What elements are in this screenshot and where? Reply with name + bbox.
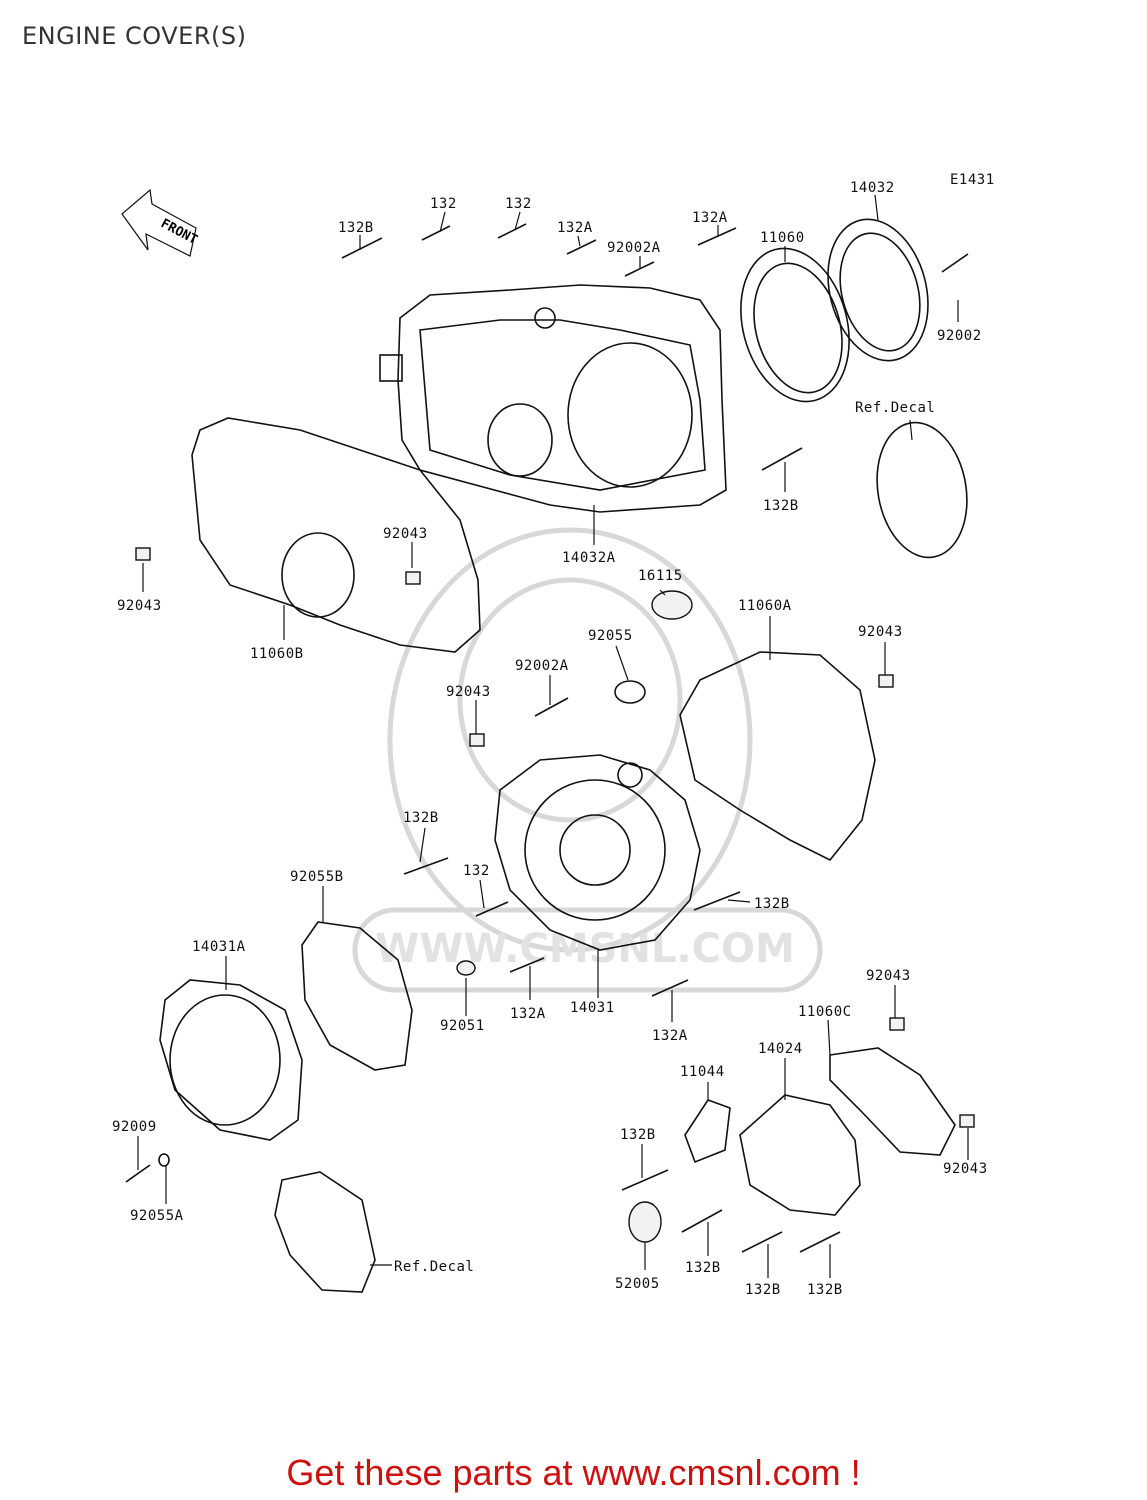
label-14032a: 14032A — [562, 550, 616, 566]
label-92055: 92055 — [588, 628, 633, 644]
exploded-parts-diagram: WWW.CMSNL.COM FRONT — [112, 172, 995, 1298]
label-132-3: 132 — [463, 863, 490, 879]
label-92043-4: 92043 — [446, 684, 491, 700]
bracket-11044 — [684, 1099, 731, 1164]
label-14031a: 14031A — [192, 939, 246, 955]
gasket-11060a — [679, 651, 876, 862]
label-132b-8: 132B — [807, 1282, 843, 1298]
label-132b-6: 132B — [685, 1260, 721, 1276]
gasket-11060 — [740, 247, 850, 403]
gasket-92055b — [301, 921, 413, 1071]
label-92043-3: 92043 — [858, 624, 903, 640]
page-title: ENGINE COVER(S) — [22, 22, 247, 50]
cover-14031 — [494, 754, 701, 951]
watermark-text: WWW.CMSNL.COM — [375, 926, 795, 972]
part-labels: 132B 132 132 132A 92002A 132A 11060 1403… — [112, 172, 995, 1298]
label-132-2: 132 — [505, 196, 532, 212]
label-132b-4: 132B — [754, 896, 790, 912]
cover-14024 — [739, 1094, 861, 1216]
label-92009: 92009 — [112, 1119, 157, 1135]
label-92002a-1: 92002A — [607, 240, 661, 256]
gasket-11060c — [829, 1047, 956, 1156]
label-14024: 14024 — [758, 1041, 803, 1057]
label-92043-5: 92043 — [866, 968, 911, 984]
label-92002: 92002 — [937, 328, 982, 344]
label-92002a-2: 92002A — [515, 658, 569, 674]
label-92055b: 92055B — [290, 869, 344, 885]
cover-14031a — [159, 979, 303, 1141]
label-92051: 92051 — [440, 1018, 485, 1034]
decal-lower — [274, 1171, 376, 1293]
decal-ring-upper — [876, 421, 968, 559]
label-132b-3: 132B — [403, 810, 439, 826]
cover-14032 — [827, 218, 929, 362]
label-14032: 14032 — [850, 180, 895, 196]
watermark-logo: WWW.CMSNL.COM — [352, 527, 823, 993]
label-52005: 52005 — [615, 1276, 660, 1292]
label-92043-6: 92043 — [943, 1161, 988, 1177]
label-11060a: 11060A — [738, 598, 792, 614]
label-ref-decal-2: Ref.Decal — [394, 1259, 474, 1275]
oring-92055 — [614, 680, 646, 704]
cover-14032a — [379, 284, 727, 513]
cap-16115 — [651, 590, 693, 620]
front-arrow-icon: FRONT — [121, 188, 200, 257]
label-132a-4: 132A — [652, 1028, 688, 1044]
label-16115: 16115 — [638, 568, 683, 584]
gasket-11060b — [191, 417, 481, 653]
label-132-1: 132 — [430, 196, 457, 212]
label-14031: 14031 — [570, 1000, 615, 1016]
cta-link[interactable]: Get these parts at www.cmsnl.com ! — [286, 1452, 861, 1493]
label-92043-2: 92043 — [117, 598, 162, 614]
label-132b-1: 132B — [338, 220, 374, 236]
label-132b-5: 132B — [620, 1127, 656, 1143]
label-11044: 11044 — [680, 1064, 725, 1080]
seal-52005 — [628, 1201, 662, 1243]
label-132b-7: 132B — [745, 1282, 781, 1298]
label-92055a: 92055A — [130, 1208, 184, 1224]
label-92043-1: 92043 — [383, 526, 428, 542]
leader-lines — [137, 194, 969, 1278]
label-132a-3: 132A — [510, 1006, 546, 1022]
label-132a-2: 132A — [692, 210, 728, 226]
bolts-and-dowels — [125, 223, 975, 1253]
label-11060b: 11060B — [250, 646, 304, 662]
label-132a-1: 132A — [557, 220, 593, 236]
label-11060: 11060 — [760, 230, 805, 246]
diagram-code: E1431 — [950, 172, 995, 188]
label-ref-decal-1: Ref.Decal — [855, 400, 935, 416]
label-132b-2: 132B — [763, 498, 799, 514]
label-11060c: 11060C — [798, 1004, 852, 1020]
